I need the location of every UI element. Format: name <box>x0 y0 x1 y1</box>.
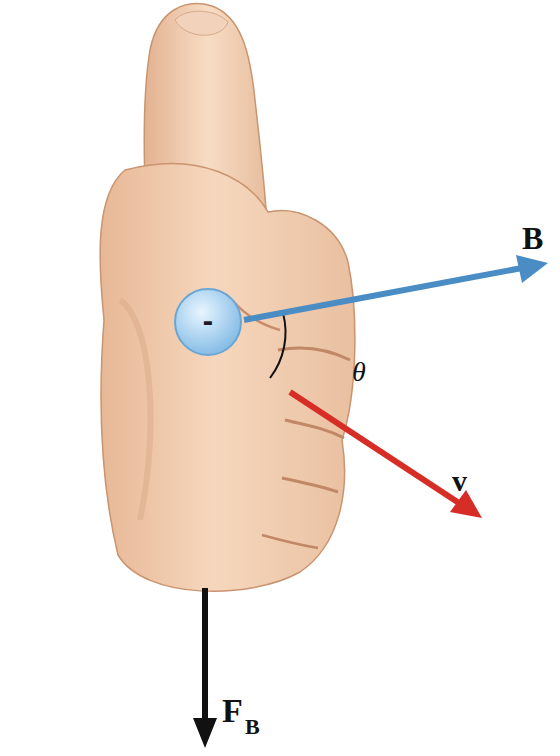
finger-crease <box>282 478 338 492</box>
finger-crease <box>262 535 318 548</box>
thumbnail <box>175 11 228 35</box>
force-arrow <box>193 588 217 748</box>
palm-shadow <box>120 300 150 520</box>
charge-sign: - <box>203 309 214 335</box>
velocity-label: v <box>452 466 467 496</box>
angle-label: θ <box>352 358 366 386</box>
field-label: B <box>522 222 543 254</box>
b-field-arrow <box>244 255 548 320</box>
force-subscript: B <box>245 716 260 738</box>
angle-arc <box>270 313 286 378</box>
charge-circle: - <box>173 287 243 357</box>
hand <box>100 4 355 592</box>
finger-crease <box>278 348 350 360</box>
velocity-arrow <box>290 392 482 518</box>
fist <box>100 164 355 592</box>
force-label: F <box>222 694 243 728</box>
